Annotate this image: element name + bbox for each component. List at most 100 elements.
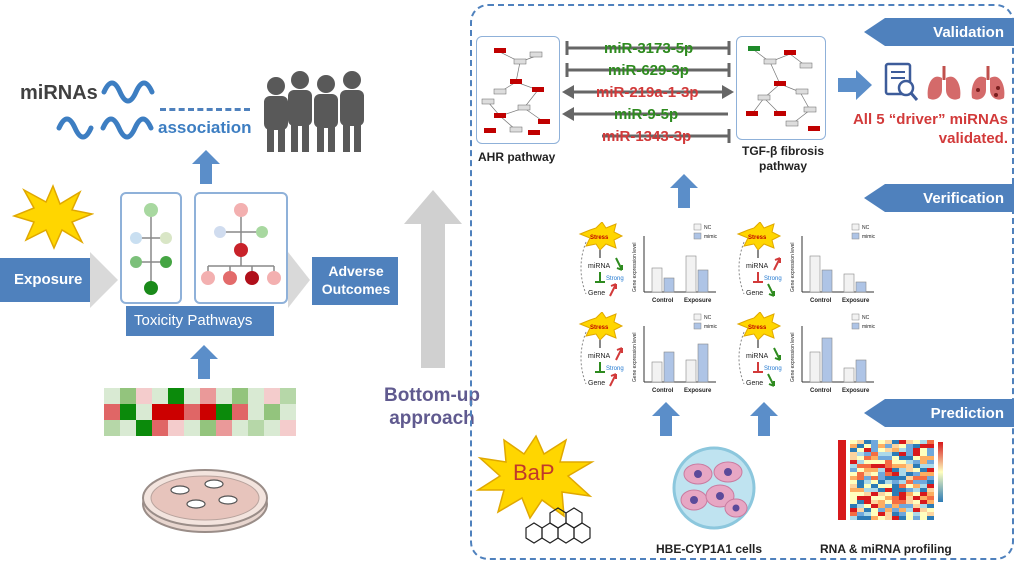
panel-diagram: Stress miRNA Strong Gene Gene expression… [578,311,718,394]
panel-x-control: Control [652,298,674,304]
lungs-icon [927,66,961,100]
verification-panel-1: Stress miRNA Strong Gene Gene expression… [574,221,724,313]
bap-burst-icon [475,434,595,520]
bar-exposure-mimic [855,359,867,383]
mirna-wave-icon-2 [56,116,154,140]
adverse-outcomes-box [312,257,398,305]
exposure-burst-icon [12,184,94,250]
panel-mirna-label: miRNA [588,353,610,360]
panel-mirna-label: miRNA [588,263,610,270]
panel-ylabel: Gene expression level [790,243,796,292]
panel-stress-label: Stress [590,325,609,331]
bar-exposure-nc [685,255,697,293]
verification-panel-4: Stress miRNA Strong Gene Gene expression… [732,311,882,403]
panel-x-exposure: Exposure [684,388,712,394]
ahr-pathway-label: AHR pathway [478,150,556,164]
association-dash-line [160,108,250,111]
panel-gene-label: Gene [746,380,763,387]
tgf-pathway-label: TGF-β fibrosis pathway [742,144,824,173]
toxicity-pathways-box [126,306,274,336]
up-arrow-icon-2 [190,345,218,379]
mirna-label-1: miR-3173-5p [604,40,694,57]
toxicity-pathways-label: Toxicity Pathways [134,312,253,329]
panel-legend-nc: NC [704,315,712,321]
bar-control-mimic [821,337,833,383]
cells-label: HBE-CYP1A1 cells [656,542,763,556]
up-arrow-icon-3 [670,174,698,208]
panel-legend-mimic: mimic [862,324,876,330]
right-arrow-icon-2 [288,252,310,308]
panel-legend-nc: NC [704,225,712,231]
prediction-banner: Prediction [864,399,1014,427]
bar-control-nc [651,267,663,293]
panel-gene-label: Gene [588,380,605,387]
mirna-label-5: miR-1343-3p [602,128,692,145]
exposure-box [0,258,90,302]
panel-x-exposure: Exposure [684,298,712,304]
bar-control-mimic [663,277,675,293]
bar-control-nc [651,361,663,383]
mirna-label-4: miR-9-5p [614,106,679,123]
panel-legend-nc: NC [862,315,870,321]
bar-exposure-nc [843,367,855,383]
panel-strong-label: Strong [606,276,624,282]
mirnas-label: miRNAs [20,82,98,104]
panel-stress-label: Stress [748,235,767,241]
panel-x-control: Control [810,388,832,394]
workflow-frame [470,4,1014,560]
diseased-lungs-icon [971,66,1005,100]
bar-control-nc [809,351,821,383]
panel-diagram: Stress miRNA Strong Gene Gene expression… [578,221,718,304]
panel-diagram: Stress miRNA Strong Gene Gene expression… [736,311,876,394]
up-arrow-icon [192,150,220,184]
bar-exposure-mimic [697,269,709,293]
up-arrow-icon-5 [750,402,778,436]
panel-x-exposure: Exposure [842,388,870,394]
verification-banner: Verification [864,184,1014,212]
mirna-label-3: miR-219a-1-3p [596,84,699,101]
panel-gene-label: Gene [588,290,605,297]
ahr-pathway-box [476,36,560,144]
association-label: association [158,118,252,137]
panel-strong-label: Strong [764,276,782,282]
panel-stress-label: Stress [590,235,609,241]
ahr-network-icon [481,48,550,135]
panel-x-control: Control [652,388,674,394]
panel-legend-nc: NC [862,225,870,231]
report-magnifier-icon [884,62,919,101]
bar-control-nc [809,255,821,293]
panel-strong-label: Strong [764,366,782,372]
bar-exposure-mimic [855,281,867,293]
panel-legend-mimic: mimic [862,234,876,240]
panel-ylabel: Gene expression level [632,333,638,382]
bar-exposure-nc [685,359,697,383]
bar-exposure-mimic [697,343,709,383]
cells-icon [672,446,756,530]
bottom-up-label: Bottom-up approach [383,385,481,429]
panel-mirna-label: miRNA [746,263,768,270]
mirna-label-2: miR-629-3p [608,62,689,79]
pathway-tree-icon-1 [130,203,172,295]
panel-diagram: Stress miRNA Strong Gene Gene expression… [736,221,876,304]
tgf-network-icon [746,46,820,131]
petri-dish-icon [142,469,268,533]
verification-panel-2: Stress miRNA Strong Gene Gene expression… [732,221,882,313]
tgf-pathway-box [736,36,826,140]
right-arrow-icon-3 [838,70,872,100]
pathway-tree-icon-2 [201,203,281,285]
panel-ylabel: Gene expression level [632,243,638,292]
panel-x-exposure: Exposure [842,298,870,304]
bap-label: BaP [513,460,555,485]
profiling-heatmap [838,440,943,520]
panel-legend-mimic: mimic [704,234,718,240]
panel-gene-label: Gene [746,290,763,297]
validation-banner: Validation [864,18,1014,46]
panel-ylabel: Gene expression level [790,333,796,382]
expression-heatmap [104,388,296,436]
big-up-arrow-icon [404,190,462,368]
panel-x-control: Control [810,298,832,304]
validated-text: All 5 “driver” miRNAs validated. [852,111,1008,147]
panel-strong-label: Strong [606,366,624,372]
population-icon [264,71,364,152]
right-arrow-icon [90,252,118,308]
